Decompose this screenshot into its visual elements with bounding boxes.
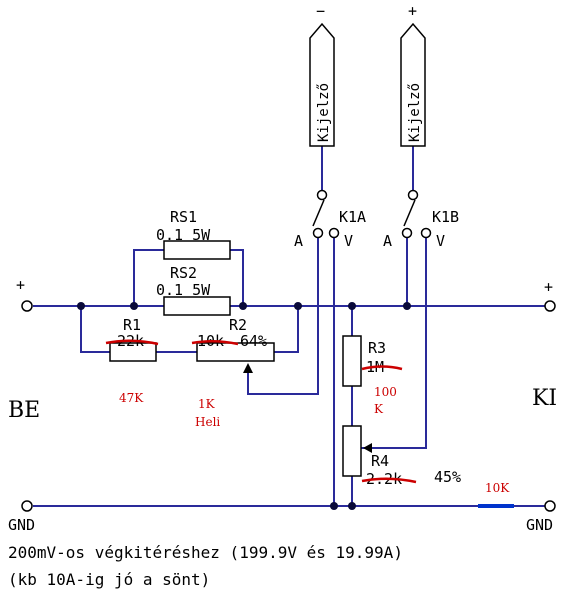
- r3-strike: [361, 365, 403, 371]
- r2-strike: [191, 340, 239, 346]
- caption-line1: 200mV-os végkitéréshez (199.9V és 19.99A…: [8, 543, 403, 562]
- in-plus-sign: +: [16, 276, 25, 294]
- rs1-value: 0.1 5W: [156, 226, 211, 244]
- value-strikethroughs: [105, 339, 417, 484]
- meter-plus-label: Kijelző: [407, 83, 423, 142]
- r3-name: R3: [368, 339, 386, 357]
- r1-strike: [105, 339, 159, 346]
- meter-minus-probe: [309, 22, 335, 147]
- rs2-body: [163, 296, 231, 316]
- meter-minus-sign: −: [316, 2, 325, 20]
- out-plus-terminal: [544, 300, 556, 312]
- junctions: [77, 302, 411, 510]
- k1b-pos-v: V: [436, 232, 445, 250]
- r1-replacement-note: 47K: [119, 391, 144, 405]
- r4-strike: [361, 477, 417, 484]
- gnd-right-label: GND: [526, 516, 553, 534]
- k1b-contact-v: [420, 227, 432, 239]
- wires: [33, 146, 545, 507]
- r3-replacement-note-2: K: [374, 402, 384, 416]
- r4-setting: 45%: [434, 468, 461, 486]
- r2-replacement-note-2: Heli: [195, 415, 220, 429]
- gnd-left-label: GND: [8, 516, 35, 534]
- k1b-common-contact: [407, 189, 419, 201]
- rs2-name: RS2: [170, 264, 197, 282]
- switch-k1a: [312, 189, 340, 239]
- meter-plus-probe: [400, 22, 426, 147]
- k1a-pos-a: A: [294, 232, 303, 250]
- gnd-left-terminal: [21, 500, 33, 512]
- r4-wiper-arrow: [363, 443, 372, 453]
- r2-setting: 64%: [240, 332, 267, 350]
- r2-name: R2: [229, 316, 247, 334]
- switch-k1b: [401, 189, 432, 239]
- k1b-label: K1B: [432, 208, 459, 226]
- r3-replacement-note-1: 100: [374, 385, 397, 399]
- resistors: [109, 240, 362, 477]
- input-side-label: BE: [8, 398, 40, 423]
- k1a-label: K1A: [339, 208, 366, 226]
- r1-body: [109, 342, 157, 362]
- wipers: [243, 363, 372, 453]
- k1a-common-contact: [316, 189, 328, 201]
- meter-plus-sign: +: [408, 2, 417, 20]
- in-plus-terminal: [21, 300, 33, 312]
- rs1-name: RS1: [170, 208, 197, 226]
- caption-line2: (kb 10A-ig jó a sönt): [8, 570, 210, 589]
- rs1-body: [163, 240, 231, 260]
- k1b-lever: [403, 199, 416, 227]
- rs2-value: 0.1 5W: [156, 281, 211, 299]
- k1a-lever: [312, 199, 325, 227]
- meter-minus-label: Kijelző: [316, 83, 332, 142]
- k1a-contact-v: [328, 227, 340, 239]
- out-plus-sign: +: [544, 278, 553, 296]
- output-side-label: KI: [532, 386, 557, 411]
- gnd-right-terminal: [544, 500, 556, 512]
- r2-replacement-note-1: 1K: [198, 397, 216, 411]
- k1b-contact-a: [401, 227, 413, 239]
- r4-body: [342, 425, 362, 477]
- r4-name: R4: [371, 452, 389, 470]
- k1b-pos-a: A: [383, 232, 392, 250]
- k1a-pos-v: V: [344, 232, 353, 250]
- extra-resistor-note: 10K: [485, 481, 510, 495]
- r3-body: [342, 335, 362, 387]
- terminals: [21, 300, 556, 512]
- r1-name: R1: [123, 316, 141, 334]
- k1a-contact-a: [312, 227, 324, 239]
- r2-wiper-arrow: [243, 363, 253, 373]
